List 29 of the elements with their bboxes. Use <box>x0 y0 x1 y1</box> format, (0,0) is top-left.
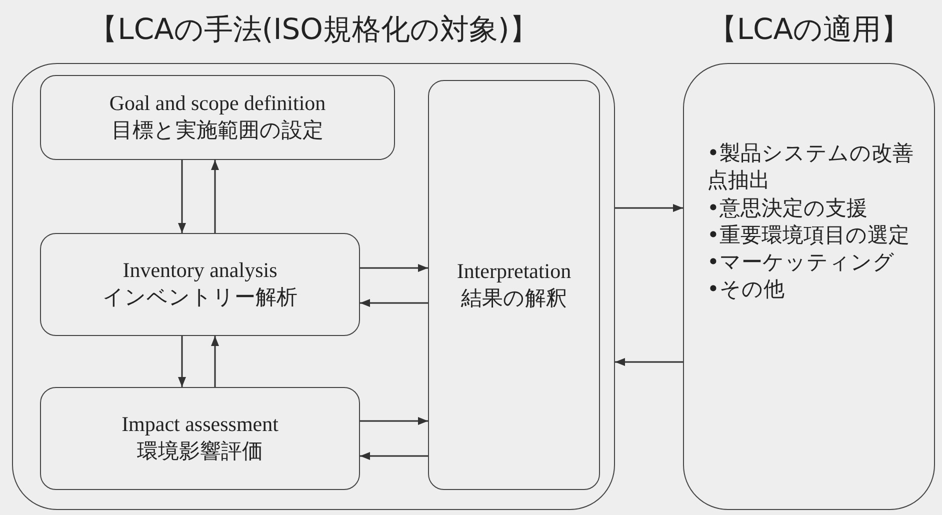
bullet-item: •マーケッティング <box>707 249 896 276</box>
arrow <box>360 417 428 425</box>
arrow <box>178 336 186 387</box>
japanese-label: 結果の解釈 <box>460 284 568 312</box>
japanese-label: 環境影響評価 <box>136 438 264 465</box>
arrow <box>615 358 683 366</box>
frame-heading: 【LCAの手法(ISO規格化の対象)】 <box>88 11 540 48</box>
bullet-item: •意思決定の支援 <box>707 194 868 222</box>
process-box <box>40 387 360 490</box>
english-label: Inventory analysis <box>122 258 278 283</box>
bullet-item: •その他 <box>707 276 786 304</box>
arrow <box>178 160 186 233</box>
arrow <box>211 160 219 233</box>
interpretation-box <box>428 80 600 490</box>
frame-heading: 【LCAの適用】 <box>706 11 912 48</box>
bullet-item: •製品システムの改善点抽出 <box>707 140 914 194</box>
arrow <box>211 336 219 387</box>
english-label: Goal and scope definition <box>108 91 327 116</box>
english-label: Interpretation <box>456 258 572 284</box>
process-box <box>40 233 360 336</box>
arrow <box>360 299 428 307</box>
english-label: Impact assessment <box>120 412 280 437</box>
arrow <box>360 452 428 460</box>
japanese-label: インベントリー解析 <box>102 284 298 311</box>
process-box <box>40 75 395 160</box>
japanese-label: 目標と実施範囲の設定 <box>110 117 324 144</box>
arrow <box>615 204 683 212</box>
arrow <box>360 264 428 272</box>
bullet-item: •重要環境項目の選定 <box>707 222 910 249</box>
